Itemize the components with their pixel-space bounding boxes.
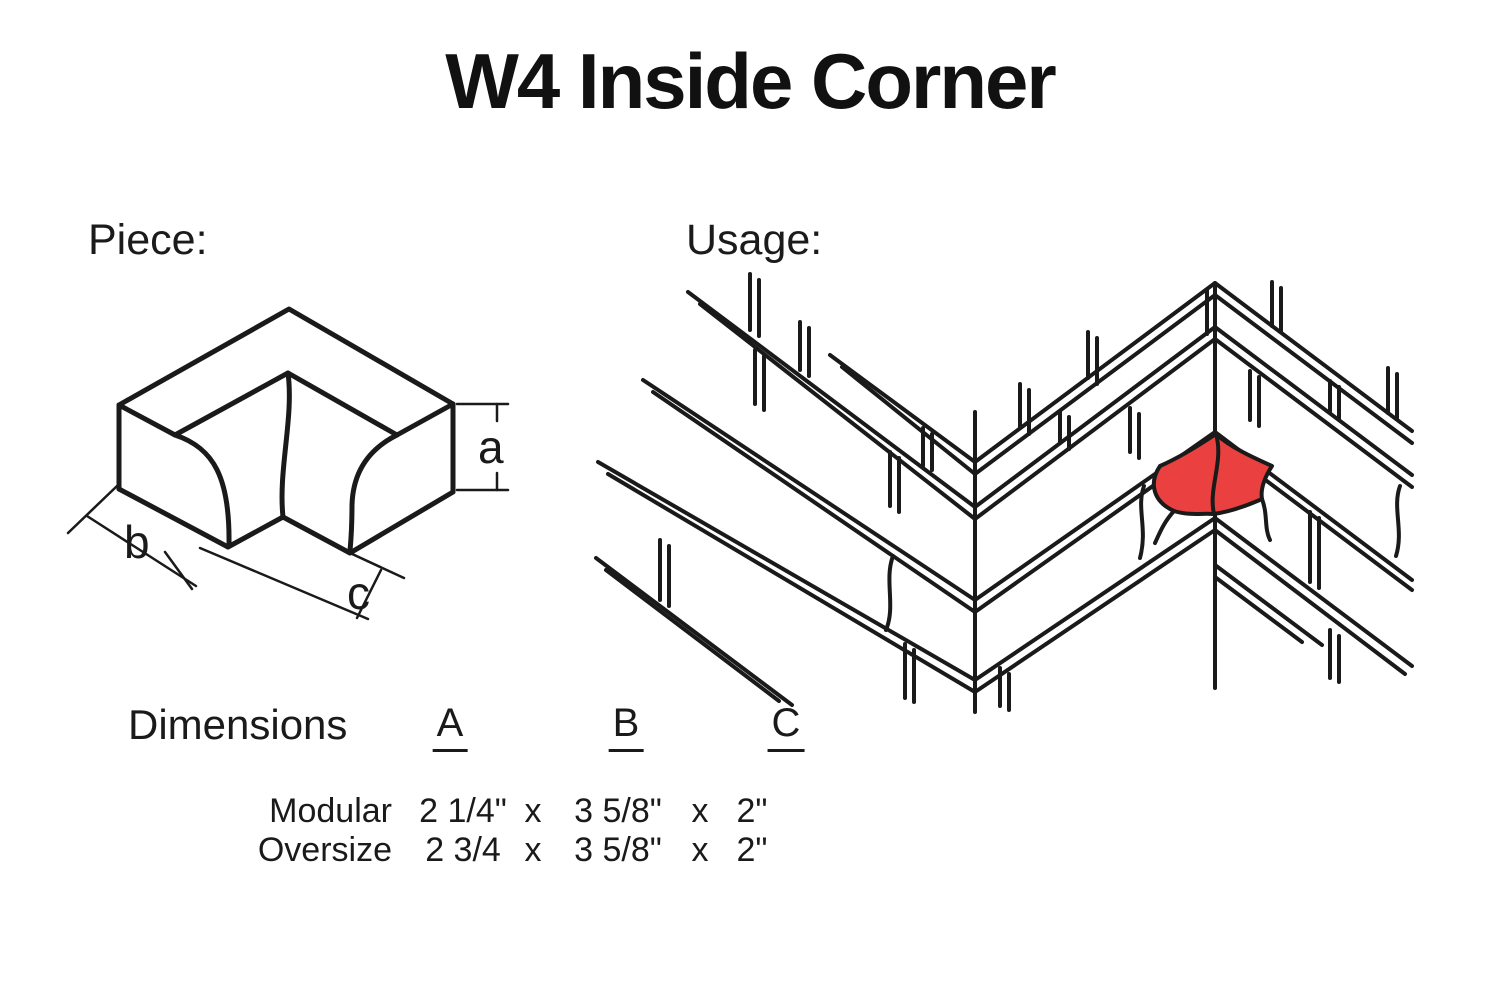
head-joint: [753, 348, 766, 412]
joint-line: [840, 293, 1414, 476]
head-joint: [1386, 366, 1399, 421]
dim-b-tick: [163, 550, 194, 591]
head-joint: [921, 426, 934, 472]
brick-wavy-edge: [884, 554, 895, 632]
piece-top-connector-right: [394, 401, 456, 438]
head-joint: [1328, 379, 1341, 421]
row-name: Modular: [269, 792, 392, 830]
joint-line: [604, 568, 781, 703]
head-joint: [998, 666, 1011, 712]
dim-c-ext: [348, 551, 406, 580]
dim-label-c: c: [347, 567, 370, 619]
dim-c-line: [198, 546, 370, 621]
head-joint: [748, 272, 761, 338]
column-header-b: B: [608, 701, 644, 752]
piece-section-label: Piece:: [88, 216, 208, 264]
value-a: 2 3/4: [425, 831, 501, 869]
dim-b-ext: [66, 484, 119, 535]
piece-diagram: a b c: [66, 306, 510, 621]
joint-line: [1213, 563, 1324, 647]
value-c: 2": [736, 792, 768, 830]
separator-x: x: [691, 792, 709, 830]
brick-wavy-edge: [1138, 484, 1146, 560]
head-joint: [1058, 409, 1071, 451]
value-c: 2": [736, 831, 768, 869]
wall-lines: [594, 272, 1414, 714]
joint-line: [641, 378, 1414, 602]
usage-diagram: [594, 272, 1414, 714]
head-joint: [1328, 628, 1341, 684]
joint-line: [698, 302, 1414, 521]
corner-brick-lower-wavy-left: [1153, 509, 1176, 545]
highlighted-corner-brick: [1151, 432, 1274, 545]
dim-c-tick: [355, 568, 383, 620]
piece-notch-right-wavy: [347, 432, 400, 554]
head-joint: [1270, 280, 1283, 334]
head-joint: [888, 450, 901, 514]
joint-line: [686, 290, 1414, 509]
piece-dimension-lines: [66, 402, 510, 621]
corner-brick-split-line: [1210, 432, 1221, 516]
joint-line: [651, 390, 1414, 614]
piece-top-connector-left: [116, 402, 178, 438]
column-header-c: C: [767, 701, 805, 752]
dim-label-b: b: [124, 516, 150, 568]
head-joint: [1086, 330, 1099, 386]
brick-wavy-edge: [1394, 484, 1402, 558]
dim-label-a: a: [478, 421, 504, 473]
joint-line: [606, 472, 1407, 694]
separator-x: x: [524, 792, 542, 830]
joint-line: [596, 460, 1414, 682]
piece-notch-left-wavy: [172, 432, 232, 548]
usage-section-label: Usage:: [686, 216, 823, 264]
row-name: Oversize: [257, 831, 392, 869]
separator-x: x: [524, 831, 542, 869]
head-joint: [658, 538, 671, 608]
head-joint: [1248, 369, 1261, 428]
dimensions-heading: Dimensions: [128, 701, 348, 748]
separator-x: x: [691, 831, 709, 869]
head-joint: [903, 642, 916, 704]
value-b: 3 5/8": [574, 831, 662, 869]
value-b: 3 5/8": [574, 792, 662, 830]
head-joint: [1128, 406, 1141, 460]
head-joint: [1308, 510, 1321, 590]
piece-bottom-right-edge: [347, 489, 456, 556]
piece-bottom-left-edge: [116, 486, 231, 550]
piece-outline: [116, 306, 456, 556]
piece-notch-center-wavy: [279, 370, 292, 520]
head-joint: [798, 320, 811, 378]
joint-line: [594, 556, 794, 707]
piece-notch-bottom: [225, 514, 353, 556]
head-joint: [1018, 382, 1031, 436]
piece-top-outer: [116, 306, 456, 408]
column-header-a: A: [432, 701, 468, 752]
joint-line: [1213, 575, 1304, 644]
joint-line: [828, 281, 1414, 464]
dim-b-line: [85, 514, 198, 588]
page-title: W4 Inside Corner: [445, 37, 1056, 125]
value-a: 2 1/4": [419, 792, 507, 830]
corner-brick-lower-wavy-right: [1260, 497, 1272, 542]
